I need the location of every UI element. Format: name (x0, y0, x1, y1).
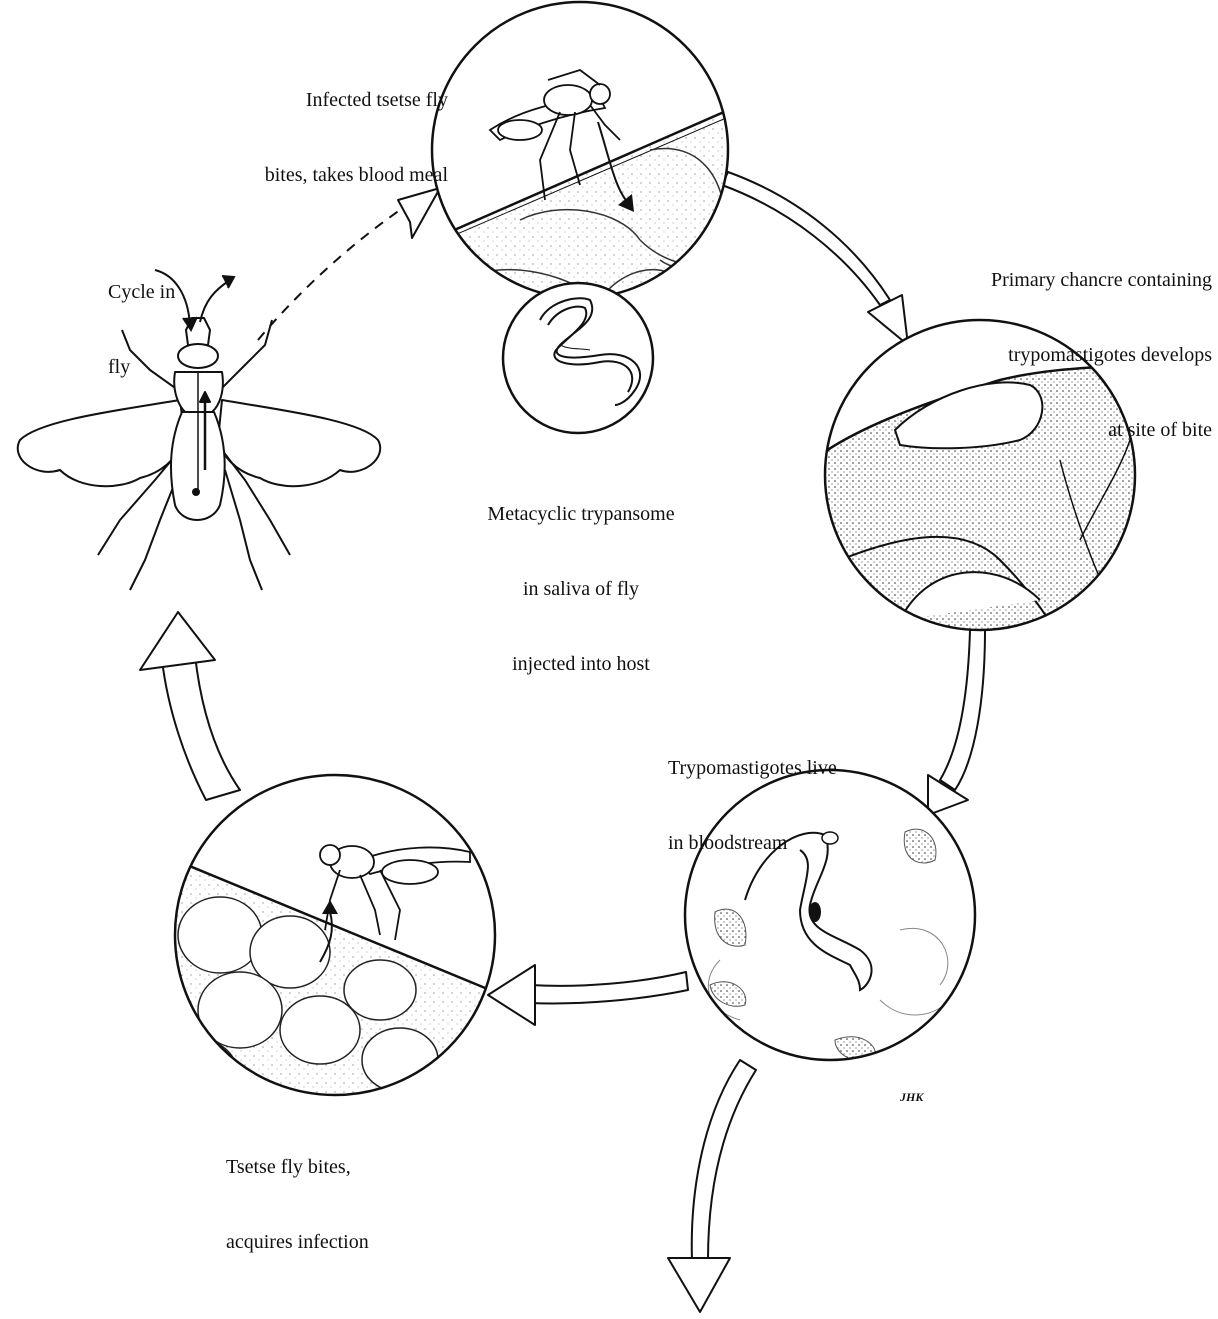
arrow-bite-to-fly-cycle (140, 612, 240, 800)
label-line: Trypomastigotes live (668, 756, 837, 781)
label-line: Primary chancre containing (991, 268, 1212, 293)
label-acquires-infection: Tsetse fly bites, acquires infection (226, 1105, 369, 1280)
label-infected-fly-bites: Infected tsetse fly bites, takes blood m… (265, 38, 448, 213)
label-line: injected into host (466, 652, 696, 677)
label-line: Tsetse fly bites, (226, 1155, 369, 1180)
label-trypomastigotes-bloodstream: Trypomastigotes live in bloodstream (668, 706, 837, 881)
arrow-exit-down (668, 1060, 756, 1312)
label-line: bites, takes blood meal (265, 163, 448, 188)
label-metacyclic-trypanosome: Metacyclic trypansome in saliva of fly i… (466, 452, 696, 702)
arrow-bite-to-chancre (722, 172, 908, 345)
fly-acquires-infection-circle (164, 775, 495, 1100)
label-cycle-in-fly: Cycle in fly (108, 230, 175, 405)
arrow-bloodstream-to-fly-bite (488, 965, 688, 1025)
label-line: in saliva of fly (466, 577, 696, 602)
label-primary-chancre: Primary chancre containing trypomastigot… (991, 218, 1212, 468)
infected-fly-bite-circle (420, 0, 740, 310)
metacyclic-trypanosome-circle (503, 283, 653, 433)
label-line: Cycle in (108, 280, 175, 305)
tsetse-fly-illustration (18, 318, 380, 590)
label-line: fly (108, 355, 175, 380)
artist-signature: JHK (900, 1090, 923, 1105)
label-line: acquires infection (226, 1230, 369, 1255)
label-line: trypomastigotes develops (991, 343, 1212, 368)
label-line: Infected tsetse fly (265, 88, 448, 113)
label-line: at site of bite (991, 418, 1212, 443)
label-line: Metacyclic trypansome (466, 502, 696, 527)
label-line: in bloodstream (668, 831, 837, 856)
arrow-chancre-to-bloodstream (928, 630, 985, 815)
